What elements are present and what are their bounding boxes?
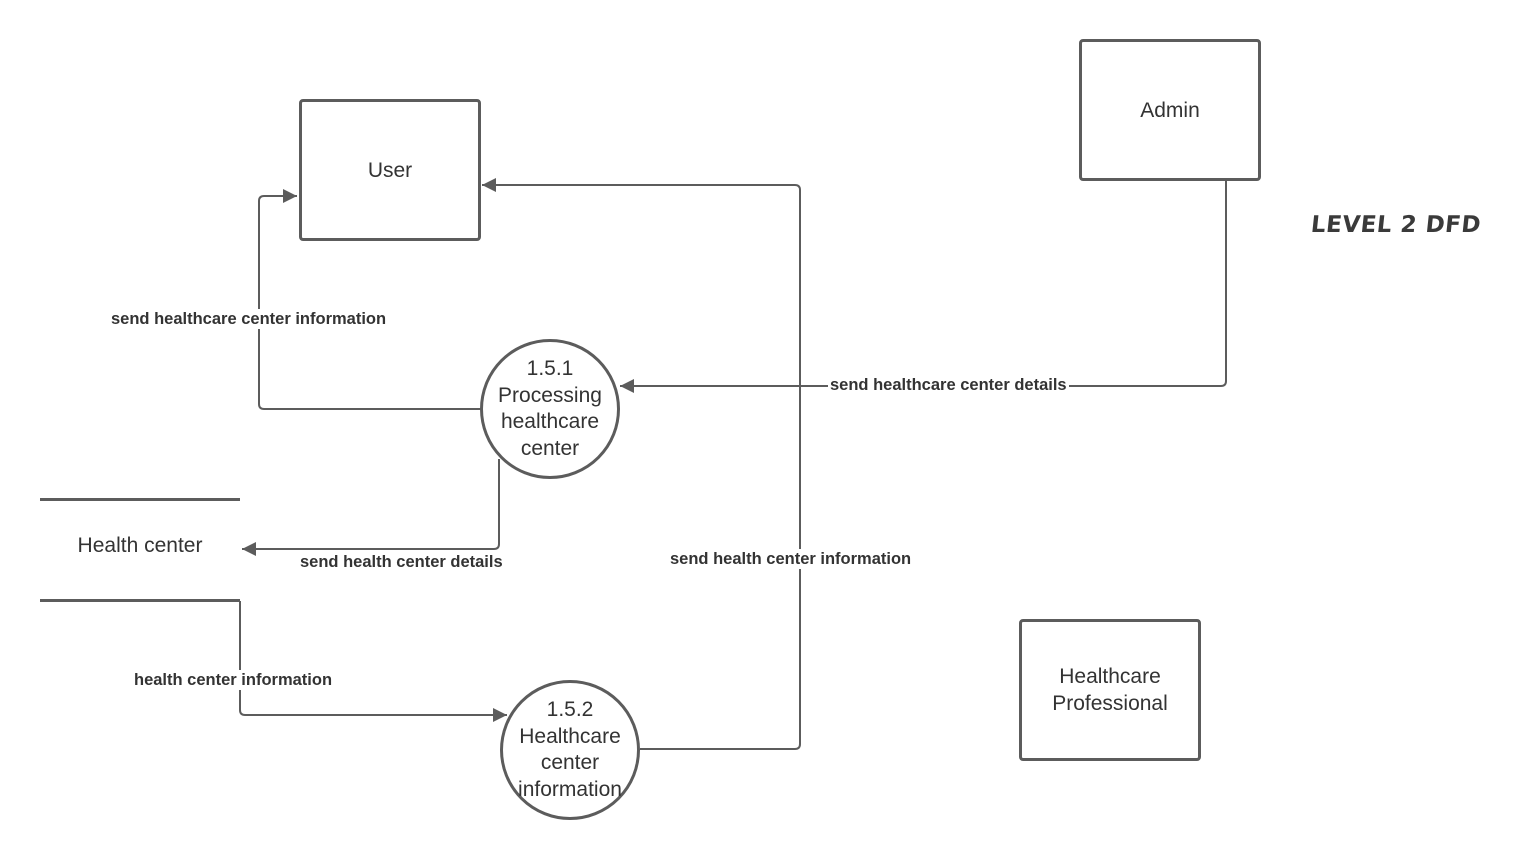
data-store-top-line [40,498,240,501]
flow-label-admin-to-p151: send healthcare center details [828,375,1069,395]
process-1-5-1-line3: center [520,436,580,460]
flow-line-store-to-p152 [239,601,507,722]
flow-line-p151-to-user [258,189,481,410]
flow-label-p151-to-store: send health center details [298,552,505,572]
process-1-5-1-line1: Processing [498,383,602,407]
flow-line-admin-to-p151 [620,181,1227,393]
process-1-5-2[interactable]: 1.5.2 Healthcare center information [500,680,640,820]
diagram-title: LEVEL 2 DFD [1309,212,1483,238]
flow-label-p152-to-user: send health center information [668,549,914,569]
entity-healthcare-professional[interactable]: Healthcare Professional [1019,619,1201,761]
data-store-health-center[interactable]: Health center [77,534,203,557]
flow-line-p151-to-store [242,459,500,556]
process-1-5-2-line2: center [540,751,600,774]
data-store-bottom-line [40,599,240,602]
process-1-5-2-line3: information [518,777,622,801]
process-1-5-1[interactable]: 1.5.1 Processing healthcare center [480,339,620,479]
process-1-5-2-line1: Healthcare [519,724,621,748]
flow-line-p152-to-user [482,178,801,750]
process-1-5-1-number: 1.5.1 [526,357,574,380]
process-1-5-1-line2: healthcare [500,410,600,433]
process-1-5-2-number: 1.5.2 [546,698,594,721]
entity-admin[interactable]: Admin [1079,39,1261,181]
entity-user[interactable]: User [299,99,481,241]
flow-label-p151-to-user: send healthcare center information [109,309,389,329]
flow-label-store-to-p152: health center information [132,670,335,690]
